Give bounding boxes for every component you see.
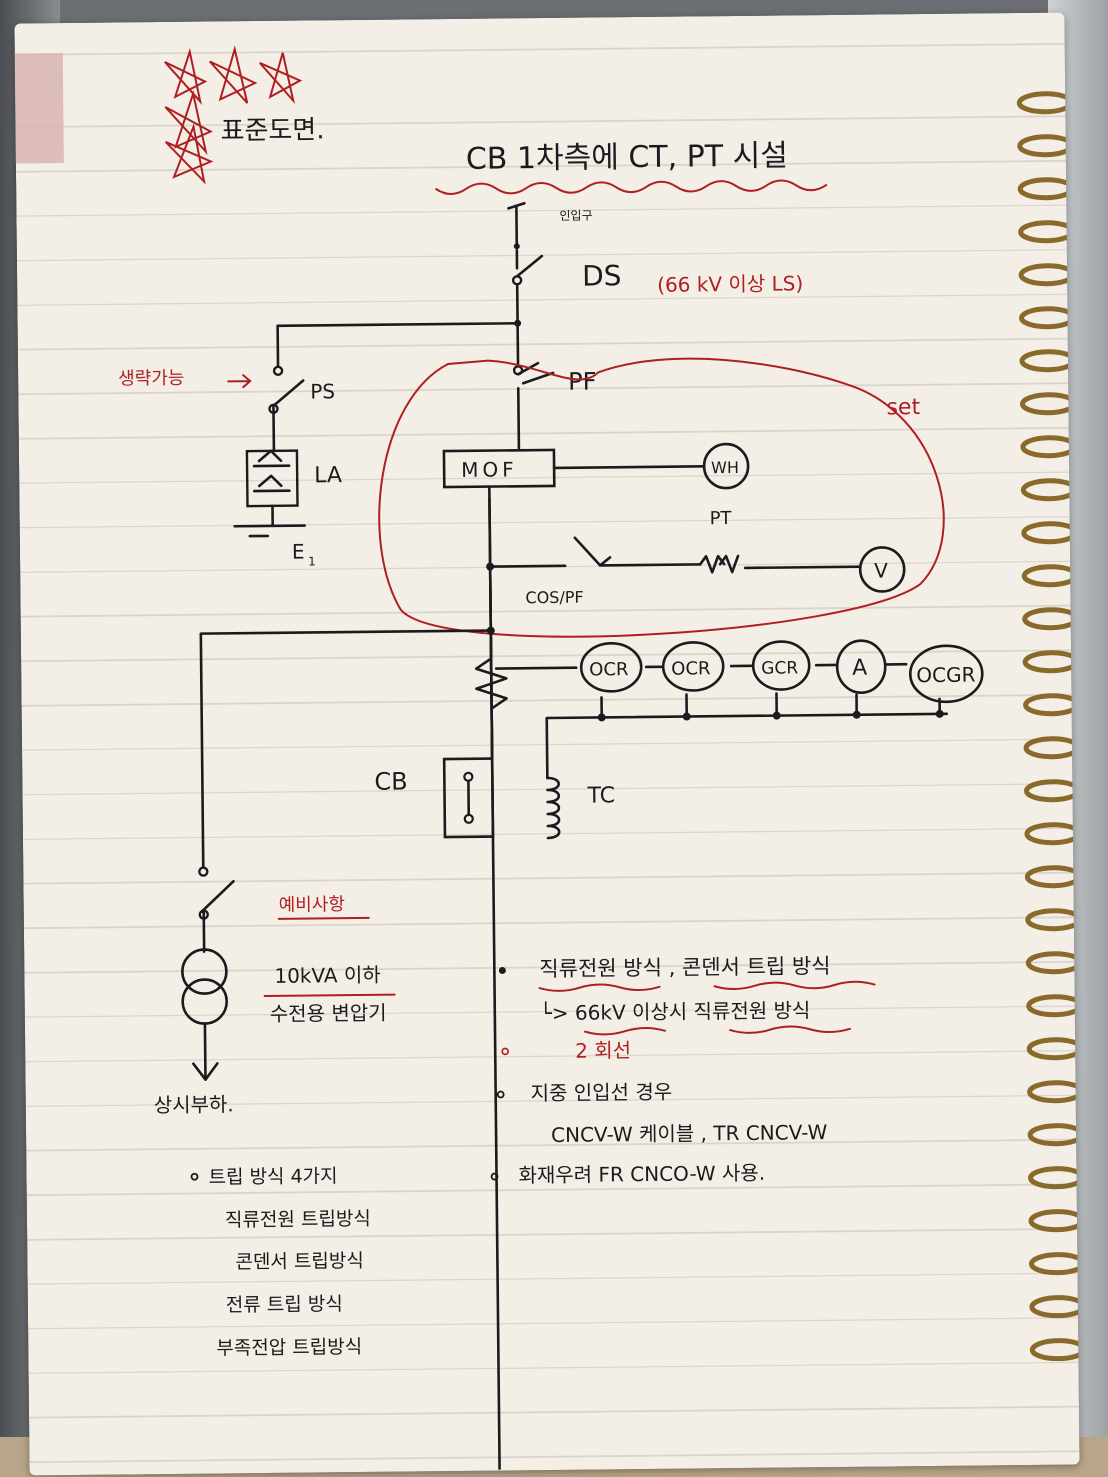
cos-pf-label: COS/PF	[525, 588, 583, 608]
wh-meter	[702, 442, 750, 490]
v-meter	[858, 546, 906, 593]
main-line	[488, 201, 555, 1470]
diagram-canvas: 표준도면. CB 1차측에 CT, PT 시설 인입구 DS (66 kV 이상…	[118, 45, 1080, 1470]
red-scribble	[164, 45, 303, 185]
tr-underline	[263, 993, 396, 997]
ocr2-relay	[661, 641, 725, 692]
set-label: set	[886, 395, 920, 420]
mof-wh-line	[552, 465, 706, 470]
earth-label: E	[292, 540, 305, 564]
wh-label: WH	[711, 458, 739, 477]
ocgr-relay	[908, 644, 984, 704]
v-label: V	[874, 558, 888, 582]
tc-label: TC	[586, 783, 615, 808]
ps-la-branch	[233, 321, 519, 538]
ocr1-label: OCR	[589, 659, 628, 680]
note-right-5: CNCV-W 케이블 , TR CNCV-W	[551, 1120, 828, 1147]
note-left-item: 콘덴서 트립방식	[235, 1250, 364, 1273]
load-label: 상시부하.	[154, 1092, 234, 1117]
ps-label: PS	[310, 379, 335, 403]
pf-label: PF	[568, 367, 597, 395]
ds-note: (66 kV 이상 LS)	[657, 271, 803, 297]
ct-relays	[474, 657, 949, 780]
tr-line2: 수전용 변압기	[270, 1001, 387, 1026]
heading-text: 표준도면.	[220, 115, 324, 146]
gcr-label: GCR	[761, 658, 798, 678]
note-left-item: 직류전원 트립방식	[225, 1208, 371, 1232]
note-left-item: 부족전압 트립방식	[216, 1336, 362, 1360]
set-boundary	[378, 357, 945, 638]
notes-left: 트립 방식 4가지 직류전원 트립방식 콘덴서 트립방식 전류 트립 방식 부족…	[190, 1165, 371, 1360]
notebook-page: 표준도면. CB 1차측에 CT, PT 시설 인입구 DS (66 kV 이상…	[14, 12, 1080, 1476]
title-text: CB 1차측에 CT, PT 시설	[466, 138, 788, 176]
gcr-relay	[751, 640, 811, 691]
note-right-2: └> 66kV 이상시 직류전원 방식	[540, 998, 811, 1025]
spare-underline	[277, 916, 370, 920]
note-right-1: 직류전원 방식 , 콘덴서 트립 방식	[539, 954, 830, 981]
pt-branch	[486, 536, 862, 574]
transformer-branch	[181, 866, 235, 1081]
cb-box	[442, 757, 495, 839]
title-underline	[435, 179, 828, 195]
earth-sub: 1	[308, 554, 316, 568]
note-left-item: 전류 트립 방식	[226, 1293, 343, 1316]
notes-right: 직류전원 방식 , 콘덴서 트립 방식 └> 66kV 이상시 직류전원 방식 …	[490, 954, 876, 1188]
note-right-4: 지중 인입선 경우	[531, 1080, 673, 1105]
mof-label: MOF	[461, 457, 518, 482]
note-right-6: 화재우려 FR CNCO-W 사용.	[518, 1161, 765, 1188]
note-right-3: 2 회선	[575, 1038, 631, 1063]
ocr2-label: OCR	[671, 658, 710, 679]
a-label: A	[852, 656, 867, 681]
la-label: LA	[314, 463, 342, 488]
pt-label: PT	[710, 508, 733, 529]
intake-label: 인입구	[559, 208, 592, 222]
feeder-line	[199, 629, 493, 868]
omit-note: 생략가능	[118, 368, 184, 390]
omit-arrow	[227, 374, 252, 389]
ocr1-relay	[579, 642, 643, 693]
ocgr-label: OCGR	[916, 663, 975, 688]
tc-coil	[546, 776, 561, 840]
cb-label: CB	[374, 767, 408, 795]
spare-label: 예비사항	[279, 894, 345, 916]
note-left-title: 트립 방식 4가지	[208, 1165, 337, 1188]
mof-down-line	[488, 485, 494, 760]
ds-label: DS	[582, 259, 622, 292]
a-meter	[835, 639, 887, 695]
tr-line1: 10kVA 이하	[274, 963, 381, 988]
